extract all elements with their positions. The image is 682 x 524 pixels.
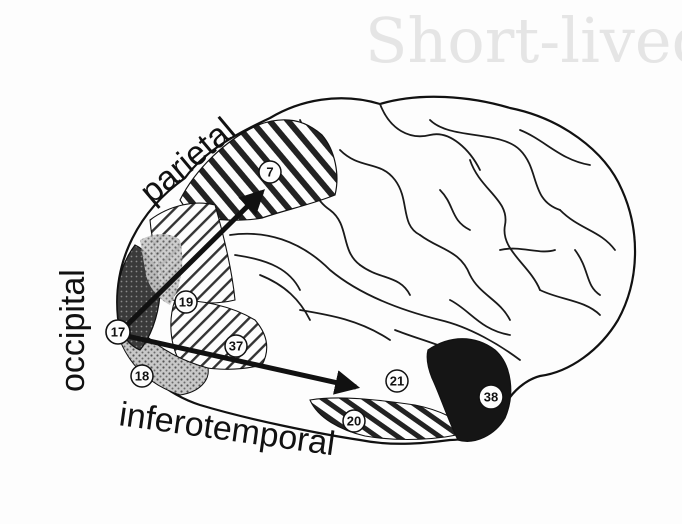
area-7-marker: 7 — [259, 161, 281, 183]
area-38-marker: 38 — [479, 385, 503, 409]
area-20-number: 20 — [347, 414, 361, 429]
area-38-number: 38 — [484, 390, 498, 405]
area-20-marker: 20 — [343, 410, 365, 432]
area-17-marker: 17 — [106, 320, 130, 344]
area-21-marker: 21 — [386, 370, 408, 392]
area-19-marker: 19 — [175, 291, 197, 313]
area-18-number: 18 — [135, 369, 149, 384]
area-37-marker: 37 — [225, 335, 247, 357]
area-18-marker: 18 — [131, 365, 153, 387]
area-37-number: 37 — [229, 339, 243, 354]
area-17-number: 17 — [111, 325, 125, 340]
area-19-number: 19 — [179, 295, 193, 310]
area-21-number: 21 — [390, 374, 404, 389]
area-7-number: 7 — [266, 165, 273, 180]
background-ghost-text: Short-lived motor — [365, 4, 682, 77]
occipital-label: occipital — [54, 269, 92, 392]
